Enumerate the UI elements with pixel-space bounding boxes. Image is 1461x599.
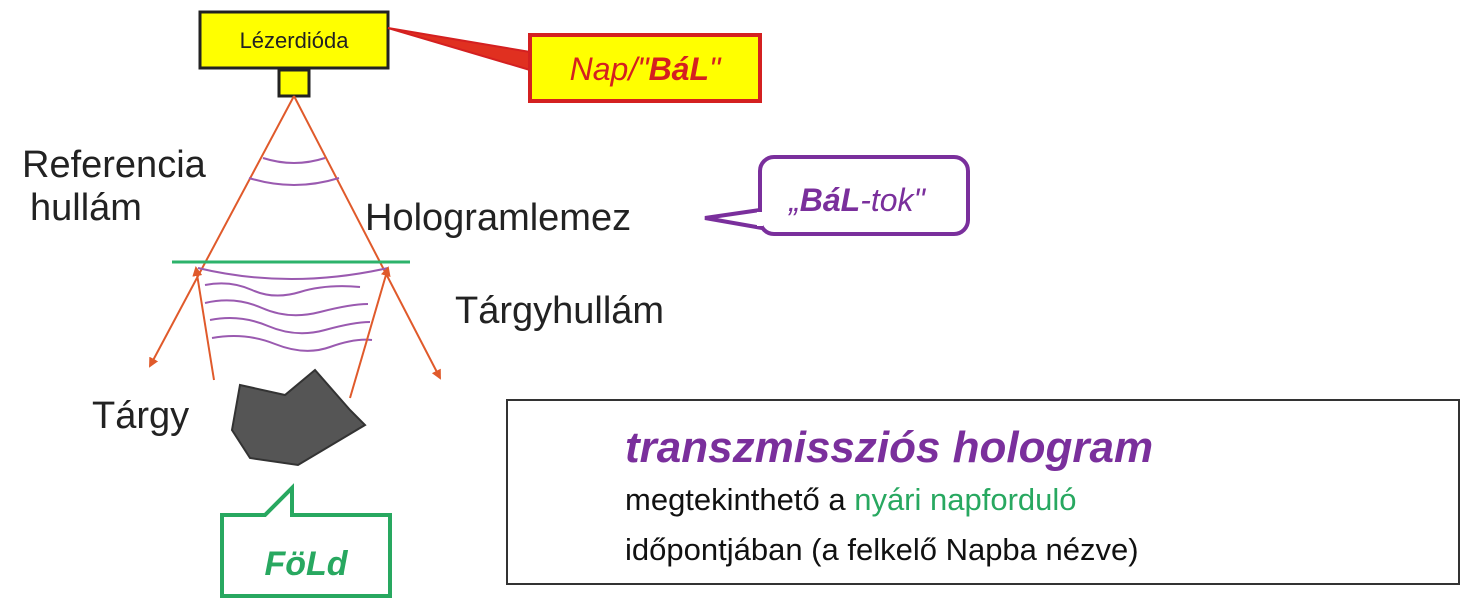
object-wavefront-4	[211, 335, 373, 352]
earth-callout-box	[220, 483, 392, 598]
plate-callout-pointer	[704, 208, 763, 230]
reference-wave-label-1: Referencia	[22, 144, 207, 186]
hologram-plate-label: Hologramlemez	[365, 197, 631, 239]
info-box-line-1: megtekinthető a nyári napforduló	[625, 482, 1077, 517]
object-wavefront-1	[204, 282, 361, 297]
info-box-title: transzmissziós hologram	[625, 423, 1153, 472]
plate-callout-text: „BáL-tok"	[787, 182, 926, 218]
reference-ray-left	[149, 95, 295, 368]
reference-wavefront-1	[262, 157, 326, 164]
sun-callout-box	[528, 33, 762, 103]
object-ray-left	[192, 266, 215, 381]
reference-ray-right	[293, 95, 441, 380]
reference-wave-label-2: hullám	[30, 187, 142, 229]
object-wave-label: Tárgyhullám	[455, 290, 664, 332]
object-label: Tárgy	[92, 395, 189, 437]
reference-wavefront-2	[248, 177, 340, 186]
laser-diode-label: Lézerdióda	[240, 28, 350, 53]
object-wavefront-2	[204, 299, 369, 317]
plate-callout-box	[758, 155, 970, 236]
info-box-line-2: időpontjában (a felkelő Napba nézve)	[625, 532, 1139, 567]
laser-diode-box	[198, 10, 390, 70]
sun-callout-text: Nap/"BáL"	[570, 51, 722, 87]
sun-callout-pointer	[387, 27, 531, 72]
info-box	[506, 399, 1460, 585]
laser-aperture	[277, 68, 311, 98]
object-ray-right	[349, 266, 391, 399]
earth-callout-text: FöLd	[264, 545, 348, 583]
plate-wavefront	[197, 267, 389, 280]
object-wavefront-3	[209, 317, 371, 335]
object-shape	[230, 368, 367, 467]
